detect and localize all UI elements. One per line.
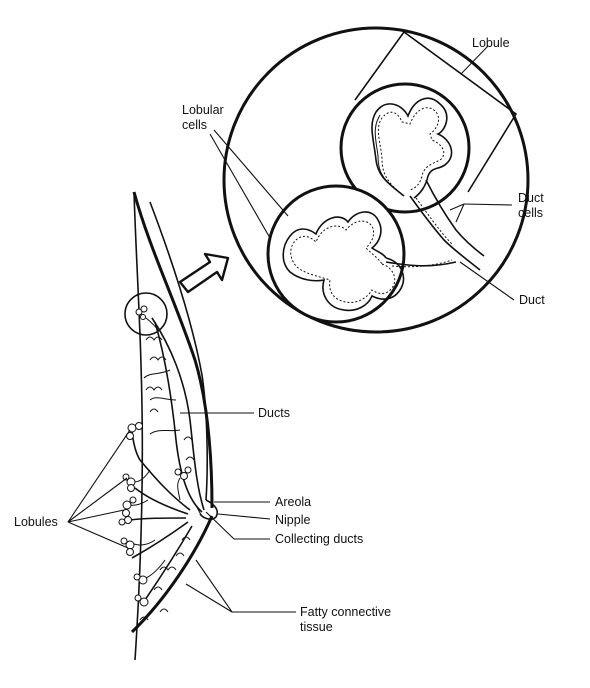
label-lobule: Lobule: [472, 36, 510, 50]
lower-lobule: [266, 184, 406, 324]
label-lobules: Lobules: [14, 515, 58, 529]
label-nipple: Nipple: [275, 513, 310, 527]
leader-lines: [67, 129, 515, 613]
label-duct: Duct: [519, 293, 545, 307]
text-labels: Lobule Lobular cells Duct cells Duct Duc…: [14, 36, 545, 634]
label-collecting-ducts: Collecting ducts: [275, 532, 363, 546]
label-fatty-line1: Fatty connective: [300, 605, 391, 619]
enlarged-view-circle: [222, 26, 530, 334]
label-ducts: Ducts: [258, 406, 290, 420]
label-lobular-cells-line2: cells: [182, 118, 207, 132]
label-duct-cells-line1: Duct: [518, 191, 544, 205]
lobule-clusters: [118, 422, 192, 607]
label-lobular-cells-line1: Lobular: [182, 103, 224, 117]
label-fatty-line2: tissue: [300, 620, 333, 634]
label-duct-cells-line2: cells: [518, 206, 543, 220]
fatty-tissue-scallops: [139, 336, 195, 621]
magnify-arrow-icon: [178, 252, 230, 294]
label-areola: Areola: [275, 495, 311, 509]
lobule-bracket: [354, 30, 518, 193]
breast-outline: [130, 191, 214, 661]
magnified-region-circle: [124, 292, 168, 336]
duct-channel: [385, 179, 485, 271]
upper-lobule: [339, 82, 471, 214]
